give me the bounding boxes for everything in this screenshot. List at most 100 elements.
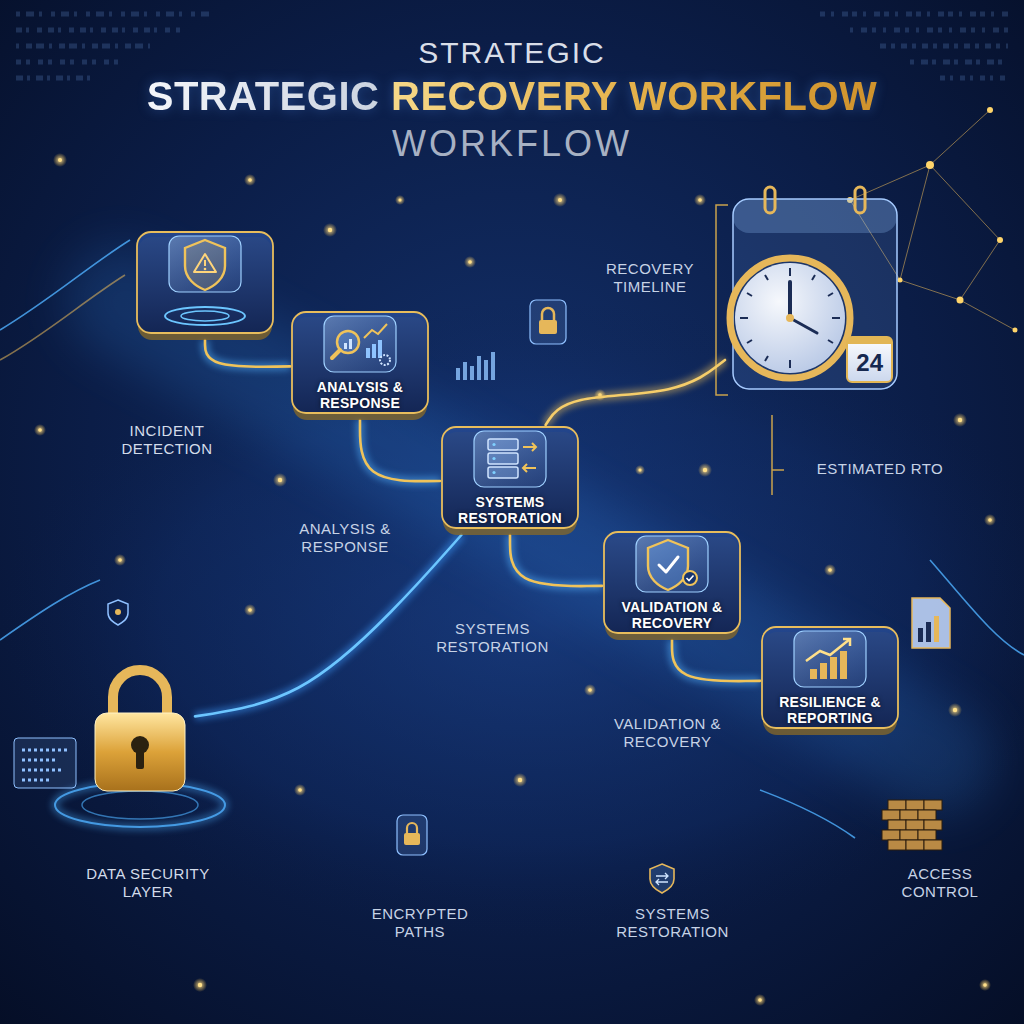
tile-shape-part	[292, 312, 428, 413]
firewall-icon-part	[924, 840, 942, 850]
light-stream-part	[0, 580, 100, 640]
particle-part-part	[983, 983, 987, 987]
light-stream-part	[930, 560, 1024, 655]
connector-glow	[360, 420, 440, 481]
flow-connector	[205, 340, 290, 367]
step-tile: VALIDATION & RECOVERY	[602, 530, 742, 640]
analysis-icon-part	[337, 331, 359, 353]
server-icon-part	[488, 467, 518, 478]
rto-label: ESTIMATED RTO	[790, 460, 970, 478]
restoration-shield-icon	[650, 864, 674, 893]
reporting-chart-icon	[806, 639, 850, 679]
encrypted-lock-icon-part	[397, 815, 427, 855]
tile-shape	[135, 230, 275, 340]
label-holder: ANALYSIS & RESPONSE	[285, 520, 405, 556]
connector-glow	[546, 360, 725, 425]
binary-strip-part	[16, 44, 150, 49]
server-icon	[488, 439, 536, 478]
light-stream-part	[0, 275, 125, 360]
small-shield-icon-part	[108, 600, 128, 625]
particle-part-part	[635, 465, 645, 475]
title-block: STRATEGIC RECOVERY WORKFLOW	[0, 74, 1024, 119]
bar-strip-icon-part	[463, 362, 467, 380]
timeline-label: RECOVERY TIMELINE	[590, 260, 710, 296]
connector-line	[205, 340, 290, 367]
particle-part-part	[513, 773, 527, 787]
small-shield-icon-part	[115, 609, 121, 615]
firewall-icon-part	[924, 800, 942, 810]
flow-connector	[672, 640, 760, 681]
firewall-icon-part	[906, 800, 924, 810]
report-document-icon	[912, 598, 950, 648]
tile-shape-part	[474, 431, 546, 487]
flow-connector	[195, 535, 461, 716]
firewall-icon-part	[882, 830, 900, 840]
small-lock-icon	[530, 300, 566, 344]
encrypted-lock-icon	[397, 815, 427, 855]
analysis-icon-part	[332, 350, 340, 358]
timeline-calendar: 24	[725, 185, 905, 395]
particle-part-part	[518, 778, 522, 782]
particle-part-part	[399, 199, 402, 202]
encrypted-lock-icon-part	[404, 833, 420, 845]
step-label: VALIDATION & RECOVERY	[610, 599, 734, 631]
small-lock-icon-part	[539, 320, 557, 334]
analysis-icon-part	[349, 339, 352, 349]
label-holder: VALIDATION & RECOVERY	[600, 715, 735, 751]
clock-icon-part	[786, 314, 794, 322]
small-lock-icon-part	[530, 300, 566, 344]
tile-shape-part	[762, 627, 898, 728]
network-node-part	[1013, 328, 1018, 333]
tile-shape-part	[169, 236, 241, 292]
label-holder: STRATEGIC	[312, 36, 712, 69]
particle-part	[34, 153, 996, 1006]
tile-shape-part	[442, 427, 578, 528]
step-caption: SYSTEMS RESTORATION	[430, 620, 555, 656]
incident-shield-icon	[185, 240, 225, 290]
server-icon-part	[488, 439, 518, 450]
particle-part-part	[553, 193, 567, 207]
encrypted-lock-icon-part	[407, 823, 417, 833]
small-lock-icon-part	[542, 308, 554, 320]
particle-part-part	[278, 478, 282, 482]
clock-icon-part	[788, 282, 792, 318]
title-line: WORKFLOW	[312, 124, 712, 164]
particle-part-part	[588, 688, 592, 692]
particle-part-part	[988, 518, 992, 522]
particle-part-part	[34, 424, 46, 436]
flow-connector	[360, 420, 440, 481]
binary-strip-part	[16, 60, 120, 65]
step-tile: ANALYSIS & RESPONSE	[290, 310, 430, 420]
server-icon-part	[523, 464, 536, 472]
particle-part-part	[53, 153, 67, 167]
particle-part-part	[248, 178, 252, 182]
lock-shape-part	[95, 713, 185, 791]
particle-part-part	[248, 608, 252, 612]
bar-strip-icon-part	[477, 356, 481, 380]
step-tile: RESILIENCE & REPORTING	[760, 625, 900, 735]
firewall-icon-part	[882, 810, 900, 820]
particle-part-part	[984, 514, 996, 526]
clock-icon-part	[730, 258, 850, 378]
title: STRATEGIC RECOVERY WORKFLOW	[147, 74, 878, 119]
step-label: SYSTEMS RESTORATION	[448, 494, 572, 526]
particle-part-part	[193, 978, 207, 992]
particle-part-part	[758, 998, 762, 1002]
firewall-icon-part	[900, 810, 918, 820]
label-holder: SYSTEMS RESTORATION	[610, 905, 735, 941]
clock-icon	[730, 258, 850, 378]
connector-glow	[195, 535, 461, 716]
particle-part-part	[468, 260, 472, 264]
particle-part-part	[953, 708, 957, 712]
particle-part-part	[244, 604, 256, 616]
particle-part-part	[118, 558, 122, 562]
validation-shield-icon-part	[648, 540, 688, 590]
firewall-icon	[882, 800, 942, 850]
detection-ring-part	[165, 307, 245, 325]
server-icon-part	[492, 457, 495, 460]
particle-part-part	[953, 413, 967, 427]
firewall-icon-part	[924, 820, 942, 830]
calendar-shape-part	[855, 187, 865, 213]
particle-part-part	[824, 564, 836, 576]
